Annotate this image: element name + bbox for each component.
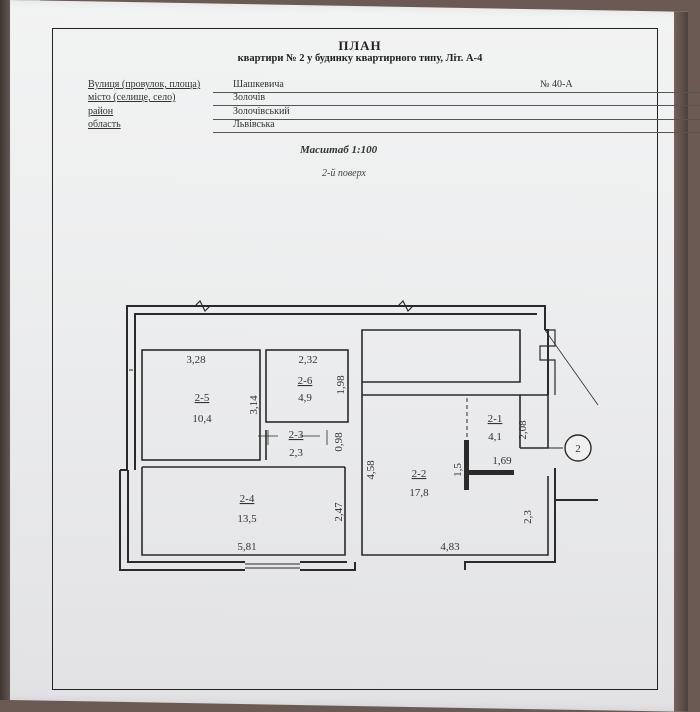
room-2-5-width: 3,28 [186,354,206,366]
house-number: № 40-А [540,79,573,90]
room-2-1-id: 2-1 [488,413,503,425]
room-2-2-width: 4,83 [440,541,460,553]
district-label: район [88,106,114,117]
room-2-1-depth: 2,08 [517,420,529,440]
city-underline [213,105,700,106]
room-2-3-id: 2-3 [289,429,304,441]
room-2-2-area: 17,8 [409,487,429,499]
street-value: Шашкевича [233,79,284,90]
room-2-3-width: 2,3 [289,447,303,459]
street-underline [213,92,700,93]
room-2-2-depth: 4,58 [365,460,377,480]
room-2-4-width: 5,81 [237,541,256,553]
right-wall-dimension: 2,3 [522,510,534,524]
room-2-6-width: 2,32 [298,354,317,366]
document-frame [52,28,658,690]
room-2-4-depth: 2,47 [333,502,345,522]
room-2-4-id: 2-4 [240,493,255,505]
room-2-4-area: 13,5 [237,513,257,525]
room-2-5-id: 2-5 [195,392,210,404]
partition-dimension: 1,5 [452,463,464,477]
room-2-3-depth: 0,98 [333,432,345,452]
room-2-2-id: 2-2 [412,468,427,480]
room-2-5-depth: 3,14 [248,395,260,415]
room-2-6-area: 4,9 [298,392,312,404]
document-title: ПЛАН [338,38,382,53]
district-value: Золочівський [233,106,290,117]
city-value: Золочів [233,92,266,103]
floor-label: 2-й поверх [322,168,366,179]
region-label: область [88,119,121,130]
street-label: Вулиця (провулок, площа) [88,79,201,90]
district-underline [213,119,700,120]
document-subtitle: квартири № 2 у будинку квартирного типу,… [237,53,483,64]
region-underline [213,132,700,133]
room-2-1-area: 4,1 [488,431,502,443]
room-2-6-depth: 1,98 [335,375,347,395]
stair-marker: 2 [575,443,581,455]
room-2-6-id: 2-6 [298,375,313,387]
room-2-1-width: 1,69 [492,455,512,467]
region-value: Львівська [233,119,275,130]
scale-label: Масштаб 1:100 [300,144,378,156]
city-label: місто (селище, село) [88,92,176,103]
room-2-5-area: 10,4 [192,413,212,425]
